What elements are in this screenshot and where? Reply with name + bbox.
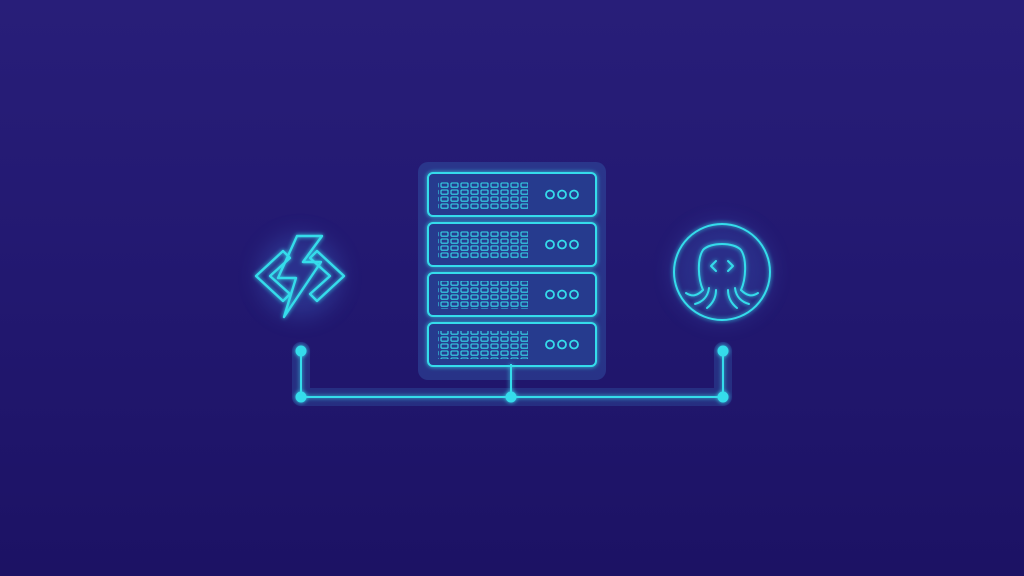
connector-node-right-top: [717, 345, 729, 357]
server-unit: [427, 172, 597, 217]
lightning-bolt-icon: [276, 234, 324, 319]
connector-node-left-top: [295, 345, 307, 357]
server-rack-icon: [418, 162, 606, 380]
server-status-light: [557, 239, 567, 250]
octopus-code-icon: [672, 222, 772, 322]
server-status-light: [569, 289, 579, 300]
server-status-light: [569, 189, 579, 200]
server-status-light: [557, 339, 567, 350]
server-status-light: [569, 339, 579, 350]
server-vent-grid: [438, 231, 528, 259]
connector-node-center: [505, 391, 517, 403]
octopus-code-brackets: [710, 260, 734, 272]
server-status-light: [545, 339, 555, 350]
octopus-head: [697, 243, 747, 291]
server-unit: [427, 322, 597, 367]
server-status-light: [569, 239, 579, 250]
server-vent-grid: [438, 331, 528, 359]
connector-lines: [292, 342, 732, 406]
server-status-light: [545, 289, 555, 300]
server-unit: [427, 272, 597, 317]
server-status-light: [557, 289, 567, 300]
connector-node-right-bottom: [717, 391, 729, 403]
server-status-light: [557, 189, 567, 200]
lightning-code-icon: [254, 234, 346, 319]
server-status-light: [545, 189, 555, 200]
server-vent-grid: [438, 181, 528, 209]
octopus-ring: [673, 223, 771, 321]
right-bracket-icon: [308, 249, 346, 303]
server-vent-grid: [438, 281, 528, 309]
server-status-light: [545, 239, 555, 250]
connector-node-left-bottom: [295, 391, 307, 403]
octopus-tentacles: [685, 287, 759, 309]
server-unit: [427, 222, 597, 267]
